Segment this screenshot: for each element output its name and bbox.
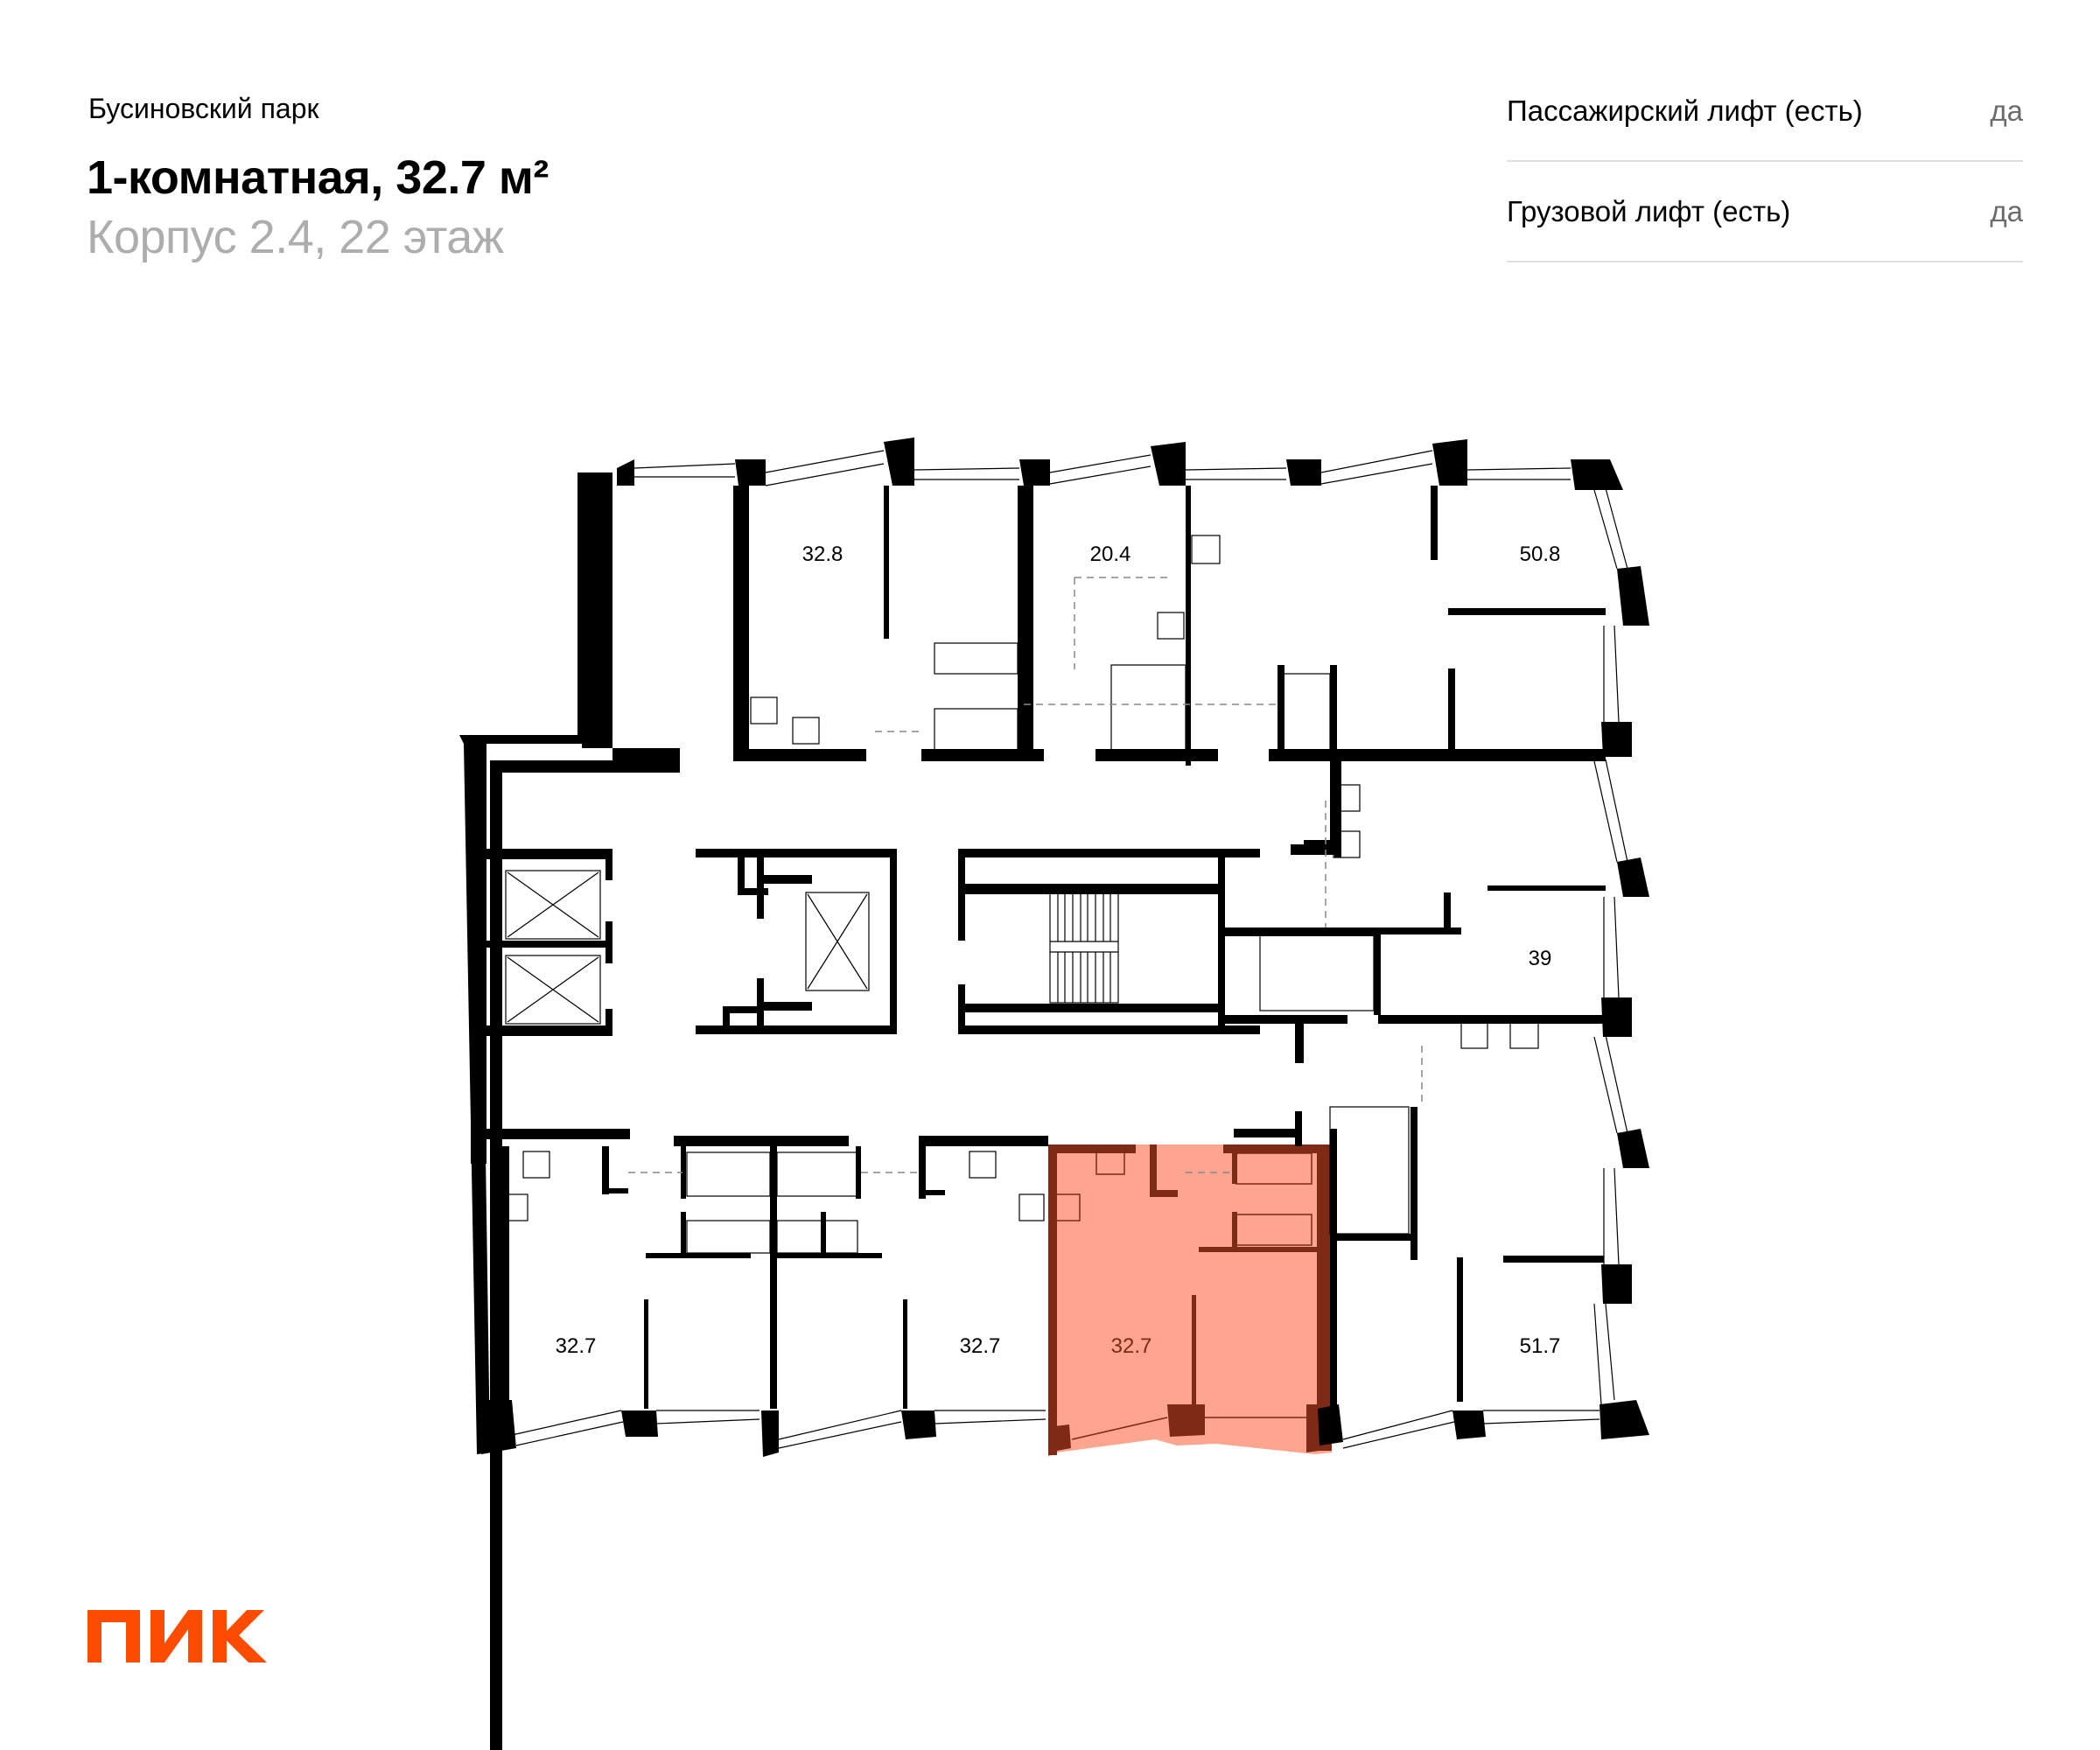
apartment-area-label[interactable]: 50.8: [1520, 542, 1561, 566]
room-labels: 32.8 20.4 50.8 39 32.7 32.7 32.7 51.7: [556, 542, 1561, 1358]
selected-apartment-highlight[interactable]: [1048, 1144, 1332, 1457]
feature-freight-lift: Грузовой лифт (есть) да: [1507, 162, 2023, 262]
apartment-area-label[interactable]: 32.8: [802, 542, 844, 566]
feature-passenger-lift: Пассажирский лифт (есть) да: [1507, 61, 2023, 162]
apartment-area-label[interactable]: 20.4: [1090, 542, 1131, 566]
project-name: Бусиновский парк: [88, 93, 319, 124]
apartment-title: 1-комнатная, 32.7 м²: [87, 151, 549, 204]
walls: [459, 438, 1649, 1750]
features-list: Пассажирский лифт (есть) да Грузовой лиф…: [1507, 61, 2023, 262]
building-floor: Корпус 2.4, 22 этаж: [87, 211, 504, 263]
apartment-area-label[interactable]: 32.7: [556, 1334, 597, 1358]
pik-logo: [88, 1610, 267, 1662]
dashed-lines: [628, 577, 1423, 1173]
fixtures: [502, 450, 1628, 1449]
feature-label: Пассажирский лифт (есть): [1507, 94, 1863, 127]
apartment-area-label[interactable]: 51.7: [1520, 1334, 1561, 1358]
feature-value: да: [1990, 94, 2023, 127]
apartment-area-label[interactable]: 39: [1529, 947, 1552, 970]
feature-value: да: [1990, 194, 2023, 228]
feature-label: Грузовой лифт (есть): [1507, 194, 1791, 228]
selected-apartment-area-label[interactable]: 32.7: [1111, 1334, 1152, 1358]
apartment-area-label[interactable]: 32.7: [960, 1334, 1001, 1358]
